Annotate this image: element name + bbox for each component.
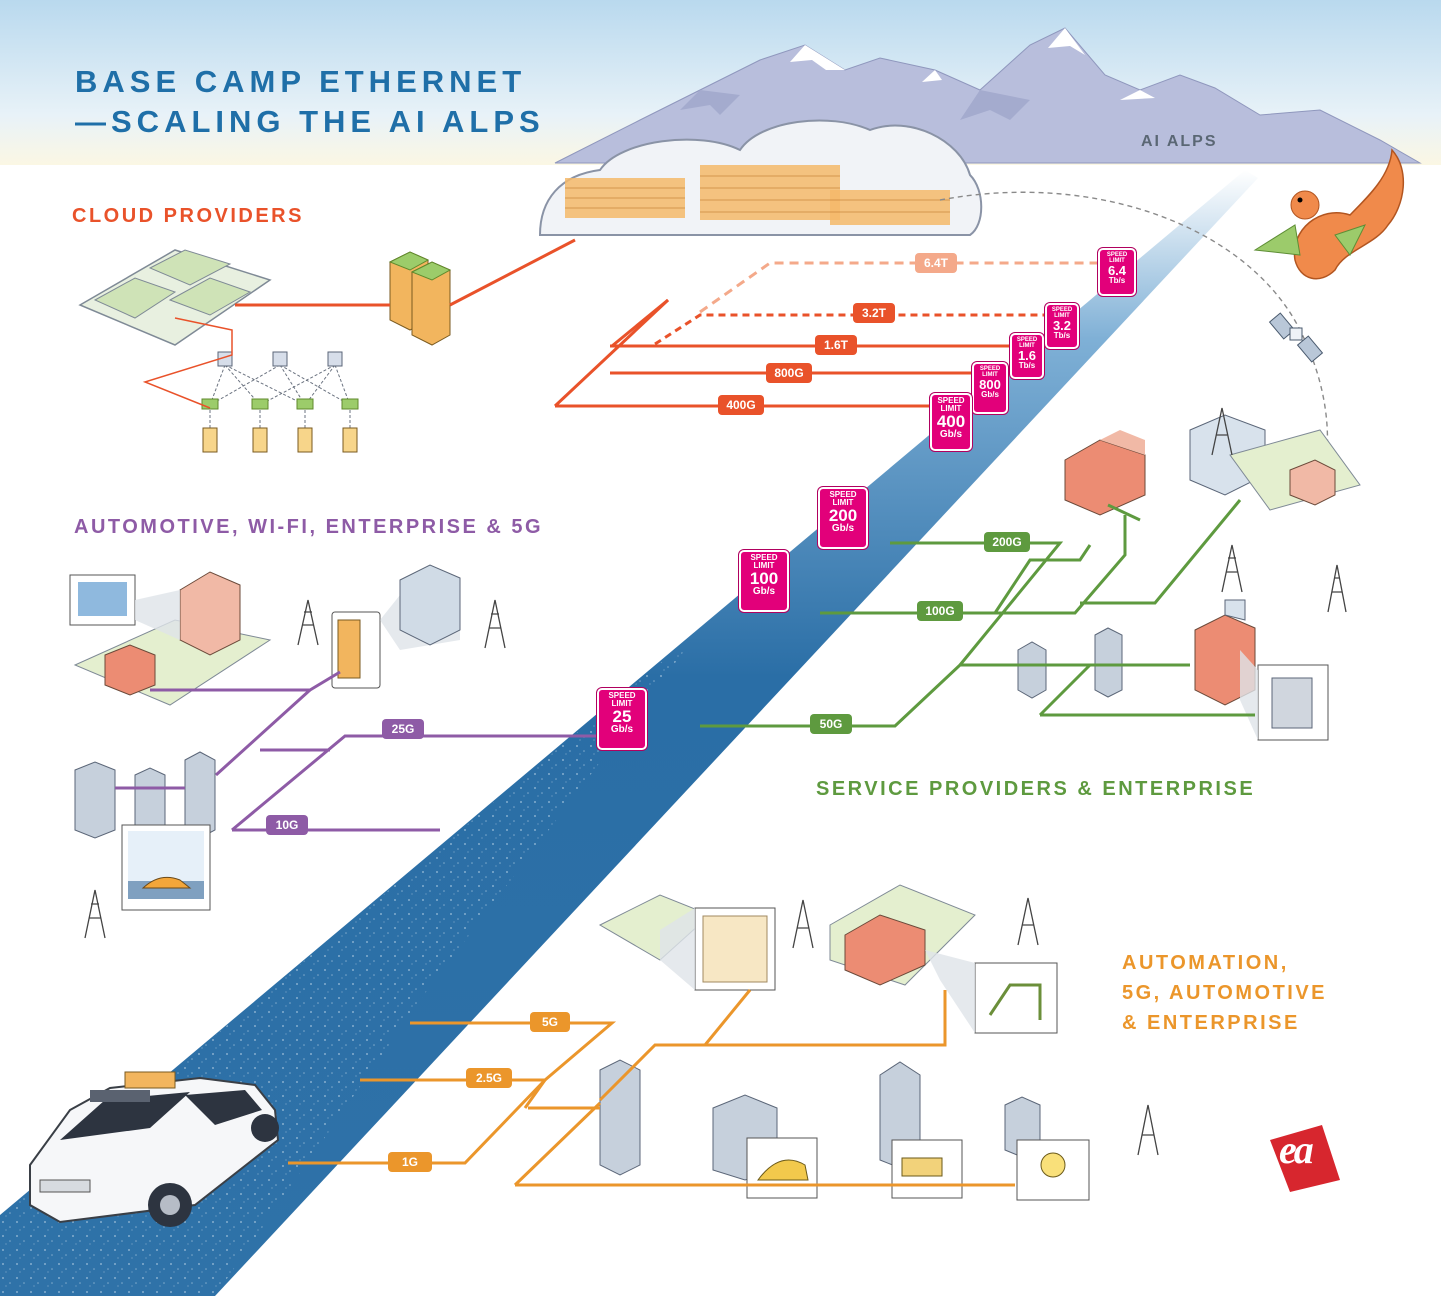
network-topology-icon [209,364,351,430]
cell-tower-icon [84,599,506,939]
automation-line-2: 5G, AUTOMOTIVE [1122,982,1328,1004]
speed-sign-unit: Tb/s [1108,276,1126,285]
speed-sign-mid: LIMIT [982,372,998,378]
speed-sign-unit: Tb/s [1018,361,1036,370]
lane-label-cloud: 400G [718,395,764,415]
speed-sign-top: SPEED [937,396,965,405]
speed-sign-top: SPEED [1051,307,1073,313]
ea-logo [1270,1125,1340,1192]
ea-logo-text: ea [1279,1127,1314,1172]
ai-alps-label: AI ALPS [1141,133,1218,150]
cloud-link-arrow [142,317,233,409]
speed-sign-value: 200 [828,506,858,525]
lane-label-cloud: 6.4T [915,253,957,273]
speed-sign-unit: Gb/s [610,724,634,735]
service-tower-icon [1211,407,1347,613]
speed-sign-mid: LIMIT [832,498,854,507]
speed-sign-top: SPEED [1106,252,1128,258]
server-rack-icon [388,251,452,346]
speed-sign-value: 100 [749,569,779,588]
section-service-providers: SERVICE PROVIDERS & ENTERPRISE [816,778,1256,800]
speed-sign-value: 800 [979,377,1001,392]
building-cluster-icon [74,751,216,911]
cloud-datacenter-icon [538,119,983,236]
section-cloud-providers: CLOUD PROVIDERS [72,205,304,227]
speed-sign-top: SPEED [979,366,1001,372]
smart-home-icon [598,894,776,991]
lane-label-automation: 2.5G [466,1068,512,1088]
lane-3-2t [654,313,1045,346]
speed-sign-value: 3.2 [1052,318,1072,333]
speed-sign-top: SPEED [750,553,778,562]
speed-sign-value: 25 [612,707,632,726]
speed-sign-unit: Gb/s [939,429,963,440]
title-line-2: —SCALING THE AI ALPS [75,104,545,139]
cloud-campus-icon [78,249,272,346]
speed-sign-mid: LIMIT [1019,343,1035,349]
cloud-lanes [235,238,1010,408]
automation-buildings-icon [599,1059,1090,1201]
speed-sign-top: SPEED [608,691,636,700]
dragon-icon [1253,148,1405,280]
lane-label-automotive: 10G [266,815,308,835]
lane-label-cloud: 800G [766,363,812,383]
office-buildings-icon [1017,414,1361,741]
autonomous-car-icon [29,1071,280,1227]
title-line-1: BASE CAMP ETHERNET [75,64,527,99]
factory-icon [829,884,1058,1034]
speed-sign-value: 6.4 [1107,263,1127,278]
speed-sign-unit: Gb/s [981,390,999,399]
lane-label-service: 50G [810,714,852,734]
lane-label-automotive: 25G [382,719,424,739]
lane-6-4t [699,261,1100,314]
section-automotive: AUTOMOTIVE, WI-FI, ENTERPRISE & 5G [74,516,544,538]
speed-sign-unit: Gb/s [752,586,776,597]
speed-sign-mid: LIMIT [1109,258,1125,264]
automation-line-3: & ENTERPRISE [1122,1012,1300,1034]
speed-sign-mid: LIMIT [753,561,775,570]
automation-line-1: AUTOMATION, [1122,952,1289,974]
speed-sign-mid: LIMIT [611,699,633,708]
speed-sign-mid: LIMIT [1054,313,1070,319]
satellite-icon [1268,312,1324,363]
automation-lanes [288,989,1015,1187]
lane-label-cloud: 1.6T [815,335,857,355]
section-automation: AUTOMATION, 5G, AUTOMOTIVE & ENTERPRISE [1122,948,1327,1038]
speed-sign-top: SPEED [829,490,857,499]
speed-sign-mid: LIMIT [940,404,962,413]
lane-label-automation: 1G [388,1152,432,1172]
office-campus-icon [69,571,272,706]
lane-label-cloud: 3.2T [853,303,895,323]
speed-sign-unit: Gb/s [831,523,855,534]
speed-sign-unit: Tb/s [1053,331,1071,340]
page-title: BASE CAMP ETHERNET —SCALING THE AI ALPS [75,62,545,142]
automation-tower-icon [792,897,1159,1156]
speed-sign-top: SPEED [1016,337,1038,343]
satellite-link [939,191,1329,471]
lane-label-service: 100G [917,601,963,621]
speed-sign-value: 400 [936,412,966,431]
lane-label-service: 200G [984,532,1030,552]
lane-label-automation: 5G [530,1012,570,1032]
speed-sign-value: 1.6 [1017,348,1037,363]
cabinet-icon [331,564,461,689]
